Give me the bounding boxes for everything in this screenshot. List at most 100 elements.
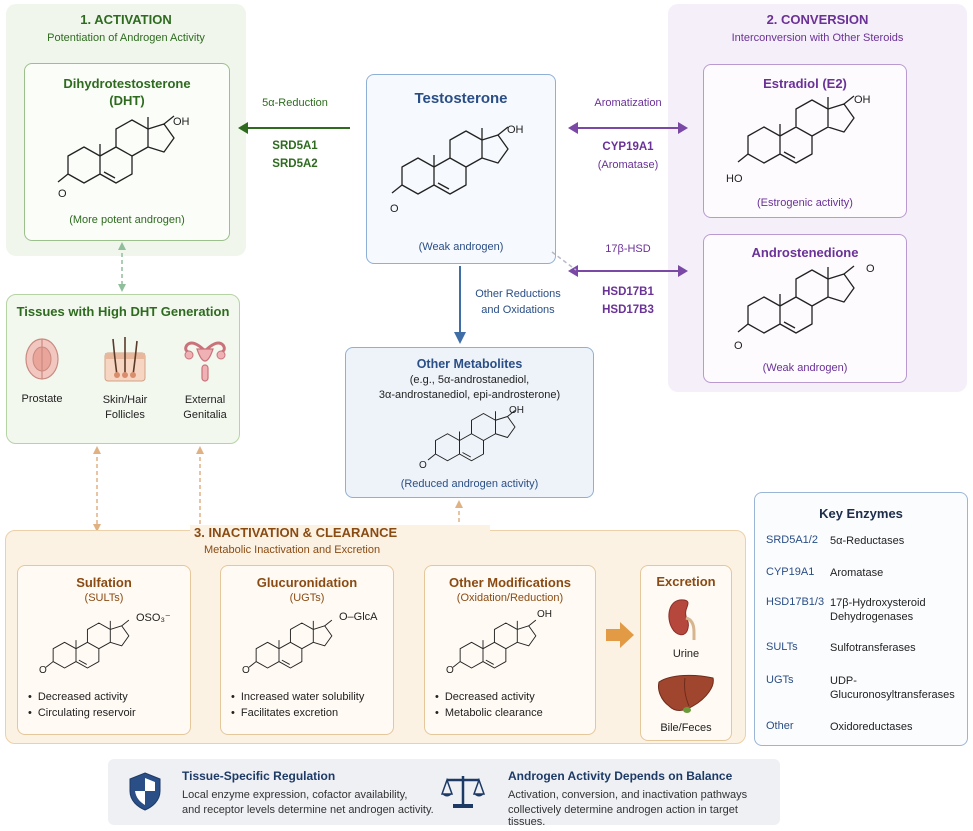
aromatization-label: Aromatization xyxy=(594,97,662,109)
testosterone-structure xyxy=(391,126,509,195)
excretion-urine: Urine xyxy=(672,648,700,660)
key-enzyme-definition: UDP-Glucuronosyltransferases xyxy=(830,675,955,701)
dht-note: (More potent androgen) xyxy=(69,214,185,226)
key-enzyme-abbr: Other xyxy=(766,720,794,732)
reduction-label: 5α-Reduction xyxy=(262,97,328,109)
footer-left-line-1: Local enzyme expression, cofactor availa… xyxy=(182,789,408,801)
testosterone-oh-label: OH xyxy=(507,124,524,136)
key-enzymes-card xyxy=(754,492,968,746)
metabolites-detail-2: 3α-androstanediol, epi-androsterone) xyxy=(378,389,561,401)
reduction-arrow xyxy=(238,122,350,134)
hair-follicle-icon xyxy=(104,337,146,382)
metabolites-note: (Reduced androgen activity) xyxy=(400,478,539,490)
other-reductions-arrow xyxy=(454,266,466,344)
footer-right-title: Androgen Activity Depends on Balance xyxy=(508,769,733,783)
activation-subheading: Potentiation of Androgen Activity xyxy=(47,32,205,44)
footer-left-title: Tissue-Specific Regulation xyxy=(182,769,336,783)
prostate-icon xyxy=(25,338,59,380)
tissues-heading: Tissues with High DHT Generation xyxy=(16,304,230,319)
glucuronidation-o-label: O xyxy=(242,665,250,676)
excretion-bile: Bile/Feces xyxy=(660,722,712,734)
other-reductions-line2: and Oxidations xyxy=(481,304,555,316)
glucuronidation-sub: (UGTs) xyxy=(289,592,325,604)
footer-panel xyxy=(108,759,780,825)
modifications-group-label: OH xyxy=(537,609,552,620)
androstenedione-note: (Weak androgen) xyxy=(762,362,848,374)
metabolites-card xyxy=(345,347,594,498)
dht-oh-label: OH xyxy=(173,116,190,128)
key-enzyme-definition: 17β-Hydroxysteroid Dehydrogenases xyxy=(830,597,926,623)
modifications-bullets: Decreased activity Metabolic clearance xyxy=(435,689,595,721)
excretion-heading: Excretion xyxy=(656,574,716,589)
genitalia-icon xyxy=(184,341,226,382)
conversion-heading: 2. CONVERSION xyxy=(766,12,869,27)
sulfation-o-label: O xyxy=(39,665,47,676)
glucuronidation-structure xyxy=(248,619,333,669)
key-enzyme-definition: Sulfotransferases xyxy=(830,642,916,654)
aromatization-arrow xyxy=(568,122,688,134)
testosterone-o-label: O xyxy=(390,203,399,215)
conversion-subheading: Interconversion with Other Steroids xyxy=(731,32,904,44)
sulfation-bullet-2: Circulating reservoir xyxy=(28,705,188,721)
dht-name: Dihydrotestosterone xyxy=(63,76,191,91)
other-reductions-line1: Other Reductions xyxy=(475,288,561,300)
modifications-o-label: O xyxy=(446,665,454,676)
hsd-enzyme-1: HSD17B1 xyxy=(602,286,654,298)
tissue-label-prostate: Prostate xyxy=(21,393,63,405)
estradiol-oh-label: OH xyxy=(854,94,871,106)
footer-right-line-1: Activation, conversion, and inactivation… xyxy=(508,789,748,801)
metabolites-detail-1: (e.g., 5α-androstanediol, xyxy=(409,374,530,386)
glucuronidation-bullet-1: Increased water solubility xyxy=(231,689,393,705)
dht-card xyxy=(24,63,230,241)
modifications-bullet-1: Decreased activity xyxy=(435,689,595,705)
key-enzyme-abbr: SULTs xyxy=(766,641,798,653)
balance-scale-icon xyxy=(441,776,485,808)
hsd-enzyme-2: HSD17B3 xyxy=(602,304,654,316)
aromatization-enzyme-1: CYP19A1 xyxy=(602,141,654,153)
reduction-enzyme-1: SRD5A1 xyxy=(272,140,318,152)
estradiol-note: (Estrogenic activity) xyxy=(757,197,853,209)
inactivation-subheading: Metabolic Inactivation and Excretion xyxy=(204,544,381,556)
excretion-arrow-icon xyxy=(606,622,634,648)
sulfation-bullets: Decreased activity Circulating reservoir xyxy=(28,689,188,721)
key-enzyme-abbr: UGTs xyxy=(766,674,794,686)
metabolite-structure xyxy=(427,410,516,462)
key-enzyme-definition: Aromatase xyxy=(830,567,884,579)
hsd-label: 17β-HSD xyxy=(605,243,651,255)
glucuronidation-bullets: Increased water solubility Facilitates e… xyxy=(231,689,393,721)
sulfation-sub: (SULTs) xyxy=(84,592,124,604)
footer-left-line-2: and receptor levels determine net androg… xyxy=(182,804,434,816)
metabolites-name: Other Metabolites xyxy=(416,357,523,371)
estradiol-structure xyxy=(737,95,855,164)
dht-abbr: (DHT) xyxy=(109,93,145,108)
testosterone-note: (Weak androgen) xyxy=(418,241,504,253)
modifications-sub: (Oxidation/Reduction) xyxy=(456,592,564,604)
key-enzyme-definition: 5α-Reductases xyxy=(830,535,905,547)
kidney-icon xyxy=(668,599,696,640)
androstenedione-o-label-1: O xyxy=(866,263,875,275)
liver-icon xyxy=(658,674,714,713)
estradiol-card xyxy=(703,64,907,218)
excretion-card xyxy=(640,565,732,741)
glucuronidation-group-label: O–GlcA xyxy=(339,611,378,623)
estradiol-name: Estradiol (E2) xyxy=(763,76,847,91)
key-enzyme-abbr: HSD17B1/3 xyxy=(766,596,825,608)
estradiol-ho-label: HO xyxy=(726,173,743,185)
metabolite-o-label: O xyxy=(419,460,427,471)
glucuronidation-name: Glucuronidation xyxy=(256,575,358,590)
tissue-label-genitalia: External Genitalia xyxy=(183,394,227,421)
androstenedione-structure xyxy=(737,265,855,334)
inactivation-heading: 3. INACTIVATION & CLEARANCE xyxy=(190,525,490,540)
sulfation-structure xyxy=(45,619,130,669)
dashed-link-hsd xyxy=(551,251,577,271)
footer-right-line-2: collectively determine androgen action i… xyxy=(508,804,738,828)
key-enzyme-abbr: SRD5A1/2 xyxy=(766,534,818,546)
glucuronidation-bullet-2: Facilitates excretion xyxy=(231,705,393,721)
androstenedione-card xyxy=(703,234,907,383)
androstenedione-o-label-2: O xyxy=(734,340,743,352)
testosterone-name: Testosterone xyxy=(414,90,508,107)
modifications-name: Other Modifications xyxy=(448,575,572,590)
dht-o-label: O xyxy=(58,188,67,200)
sulfation-group-label: OSO₃⁻ xyxy=(136,612,171,624)
key-enzymes-heading: Key Enzymes xyxy=(819,506,903,521)
